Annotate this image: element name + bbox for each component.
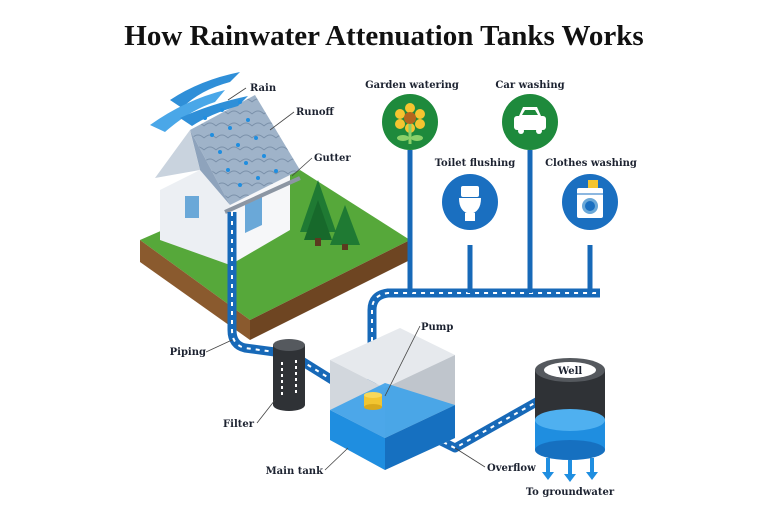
label-garden-watering: Garden watering [365,80,459,91]
page-title: How Rainwater Attenuation Tanks Works [124,20,644,52]
car-washing-icon [502,94,558,150]
label-main-tank: Main tank [266,466,324,477]
pump-icon [364,392,382,410]
branch-pipes [407,150,593,293]
label-overflow: Overflow [487,463,536,474]
label-rain: Rain [250,83,277,94]
house-icon [155,95,301,265]
rain-icon [150,72,278,187]
filter-icon [273,339,305,411]
tree-icon [300,180,360,250]
label-gutter: Gutter [314,153,351,164]
garden-watering-icon [382,94,438,150]
well-icon [535,358,605,460]
label-well: Well [557,366,583,377]
label-runoff: Runoff [296,107,335,118]
leader-lines [205,87,486,471]
main-tank [330,328,455,470]
label-piping: Piping [170,347,206,358]
groundwater-arrows [542,458,598,482]
label-to-groundwater: To groundwater [526,487,615,498]
ground-block [140,170,410,340]
clothes-washing-icon [562,174,618,230]
label-car-washing: Car washing [495,80,564,91]
label-pump: Pump [421,322,453,333]
label-clothes-washing: Clothes washing [545,158,637,169]
toilet-flushing-icon [442,174,498,230]
label-toilet-flushing: Toilet flushing [435,158,516,169]
label-filter: Filter [223,419,255,430]
